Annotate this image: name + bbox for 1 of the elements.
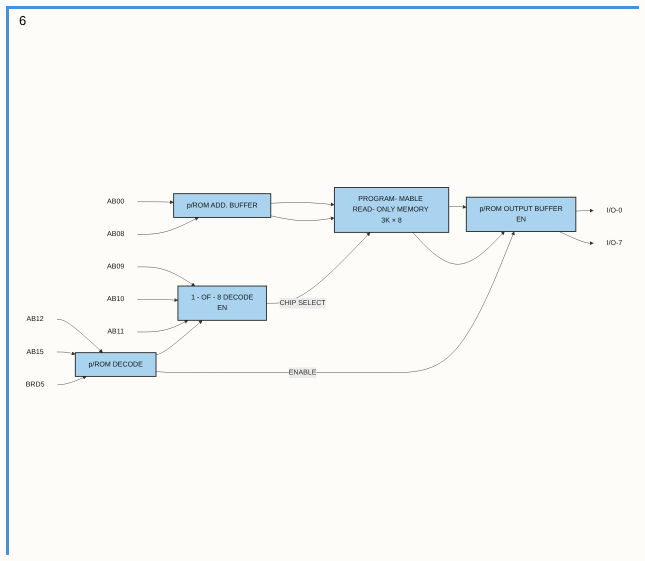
bus-width-label: 6 bbox=[19, 13, 26, 28]
